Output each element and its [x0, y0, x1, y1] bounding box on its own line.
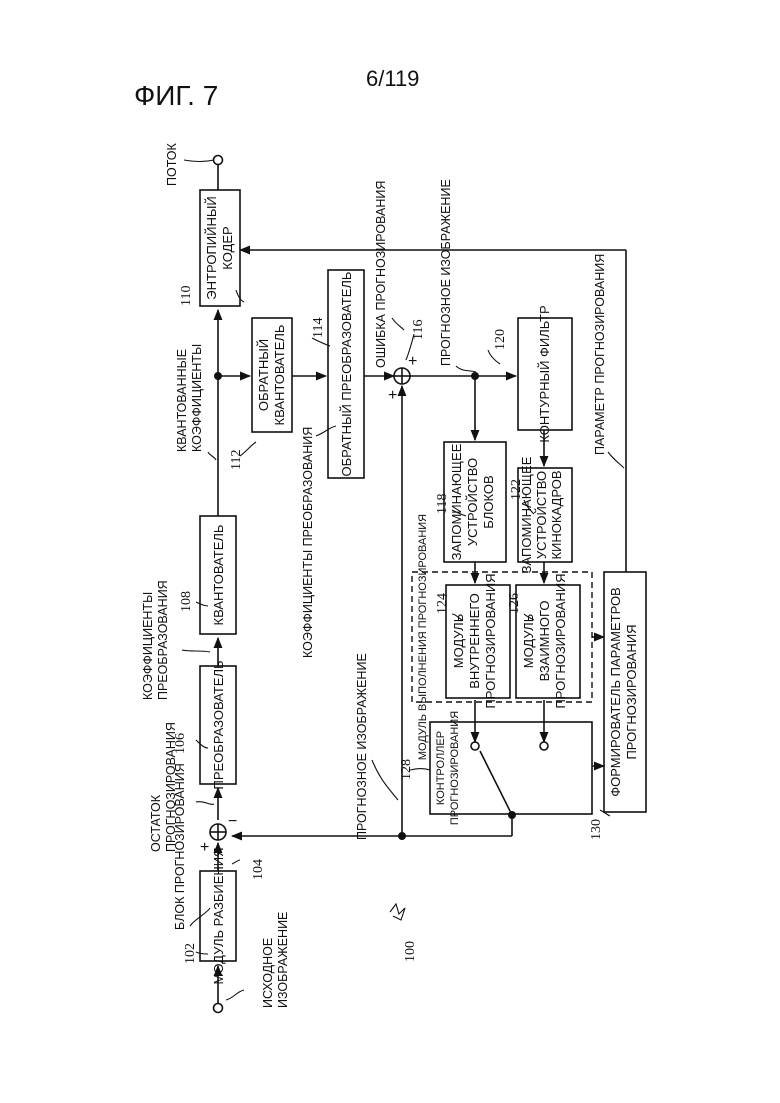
block-loop-filter: КОНТУРНЫЙ ФИЛЬТР	[518, 305, 572, 442]
inverse-transformer-label: ОБРАТНЫЙ ПРЕОБРАЗОВАТЕЛЬ	[339, 272, 354, 477]
ref-122: 122	[509, 479, 524, 500]
prediction-module-label: МОДУЛЬ ВЫПОЛНЕНИЯ ПРОГНОЗИРОВАНИЯ	[417, 514, 429, 760]
junction-dot	[508, 811, 516, 819]
ref-126: 126	[507, 593, 522, 614]
ref-116: 116	[411, 320, 426, 340]
input-terminal	[214, 1004, 223, 1013]
ref-130: 130	[589, 819, 604, 840]
source-image-label-1: ИСХОДНОЕ	[261, 938, 275, 1008]
plus-sign-116-top: +	[408, 353, 417, 370]
splitter-label: МОДУЛЬ РАЗБИЕНИЯ	[211, 848, 226, 985]
ref-124: 124	[435, 593, 450, 614]
junction-dot	[398, 832, 406, 840]
intra-label-1: МОДУЛЬ	[451, 614, 466, 669]
block-entropy-coder: ЭНТРОПИЙНЫЙ КОДЕР	[200, 190, 240, 306]
minus-sign-104: −	[228, 813, 237, 830]
block-splitter: МОДУЛЬ РАЗБИЕНИЯ	[200, 848, 236, 985]
loop-filter-label: КОНТУРНЫЙ ФИЛЬТР	[537, 305, 552, 442]
block-memory-label-3: БЛОКОВ	[481, 475, 496, 528]
transform-coeff-label-2: ПРЕОБРАЗОВАНИЯ	[156, 580, 170, 700]
controller-label-1: КОНТРОЛЛЕР	[435, 731, 447, 805]
controller-label-2: ПРОГНОЗИРОВАНИЯ	[449, 711, 461, 825]
block-inter-prediction: МОДУЛЬ ВЗАИМНОГО ПРОГНОЗИРОВАНИЯ	[516, 573, 580, 708]
prediction-image-label-left: ПРОГНОЗНОЕ ИЗОБРАЖЕНИЕ	[355, 653, 369, 840]
ref-110: 110	[179, 286, 194, 306]
frame-memory-label-3: КИНОКАДРОВ	[549, 470, 564, 559]
block-prediction-controller: КОНТРОЛЛЕР ПРОГНОЗИРОВАНИЯ	[430, 711, 592, 825]
ref-128: 128	[399, 759, 414, 780]
inter-label-2: ВЗАИМНОГО	[537, 601, 552, 682]
ref-118: 118	[435, 494, 450, 514]
output-terminal	[214, 156, 223, 165]
ref-100: 100	[403, 941, 418, 962]
source-image-label-2: ИЗОБРАЖЕНИЕ	[276, 912, 290, 1008]
frame-memory-label-1: ЗАПОМИНАЮЩЕЕ	[519, 456, 534, 573]
block-parameter-generator: ФОРМИРОВАТЕЛЬ ПАРАМЕТРОВ ПРОГНОЗИРОВАНИЯ	[604, 572, 646, 812]
switch-terminal-intra	[471, 742, 479, 750]
frame-memory-label-2: УСТРОЙСТВО	[534, 471, 549, 559]
inter-label-3: ПРОГНОЗИРОВАНИЯ	[553, 573, 568, 708]
ref-114: 114	[311, 318, 326, 338]
param-generator-label-1: ФОРМИРОВАТЕЛЬ ПАРАМЕТРОВ	[608, 587, 623, 796]
prediction-image-label-top: ПРОГНОЗНОЕ ИЗОБРАЖЕНИЕ	[439, 179, 453, 366]
block-memory: ЗАПОМИНАЮЩЕЕ УСТРОЙСТВО БЛОКОВ	[444, 442, 506, 562]
junction-dot	[471, 372, 479, 380]
block-memory-label-2: УСТРОЙСТВО	[465, 458, 480, 546]
ref-106: 106	[173, 733, 188, 754]
block-transformer: ПРЕОБРАЗОВАТЕЛЬ	[200, 660, 236, 789]
intra-label-2: ВНУТРЕННЕГО	[467, 593, 482, 688]
ref-102: 102	[183, 943, 198, 964]
inverse-quantizer-label-2: КВАНТОВАТЕЛЬ	[272, 325, 287, 426]
subtractor-104	[210, 824, 226, 840]
transformer-label: ПРЕОБРАЗОВАТЕЛЬ	[211, 660, 226, 789]
plus-sign-116-bottom: +	[388, 387, 397, 404]
quantized-coeff-label-1: КВАНТОВАННЫЕ	[175, 349, 189, 452]
block-quantizer: КВАНТОВАТЕЛЬ	[200, 516, 236, 634]
inverse-quantizer-label-1: ОБРАТНЫЙ	[256, 339, 271, 411]
residual-label-1: ОСТАТОК	[149, 794, 163, 852]
inter-label-1: МОДУЛЬ	[521, 614, 536, 669]
adder-116	[394, 368, 410, 384]
stream-label: ПОТОК	[165, 142, 179, 186]
block-inverse-transformer: ОБРАТНЫЙ ПРЕОБРАЗОВАТЕЛЬ	[328, 270, 364, 478]
entropy-coder-label-1: ЭНТРОПИЙНЫЙ	[204, 196, 219, 299]
block-intra-prediction: МОДУЛЬ ВНУТРЕННЕГО ПРОГНОЗИРОВАНИЯ	[446, 573, 510, 708]
transform-coeff-2-label: КОЭФФИЦИЕНТЫ ПРЕОБРАЗОВАНИЯ	[301, 427, 315, 658]
entropy-coder-label-2: КОДЕР	[220, 226, 235, 269]
block-frame-memory: ЗАПОМИНАЮЩЕЕ УСТРОЙСТВО КИНОКАДРОВ	[518, 456, 572, 573]
ref-104: 104	[251, 859, 266, 880]
switch-terminal-inter	[540, 742, 548, 750]
quantized-coeff-label-2: КОЭФФИЦИЕНТЫ	[190, 344, 204, 452]
intra-label-3: ПРОГНОЗИРОВАНИЯ	[483, 573, 498, 708]
ref-112: 112	[229, 450, 244, 470]
block-memory-label-1: ЗАПОМИНАЮЩЕЕ	[449, 443, 464, 560]
param-generator-label-2: ПРОГНОЗИРОВАНИЯ	[624, 624, 639, 759]
ref-120: 120	[493, 329, 508, 350]
quantizer-label: КВАНТОВАТЕЛЬ	[211, 525, 226, 626]
plus-sign-104: +	[200, 839, 209, 856]
junction-dot	[214, 372, 222, 380]
prediction-parameter-label: ПАРАМЕТР ПРОГНОЗИРОВАНИЯ	[593, 254, 607, 455]
transform-coeff-label-1: КОЭФФИЦИЕНТЫ	[141, 592, 155, 700]
prediction-error-label: ОШИБКА ПРОГНОЗИРОВАНИЯ	[374, 181, 388, 368]
block-inverse-quantizer: ОБРАТНЫЙ КВАНТОВАТЕЛЬ	[252, 318, 292, 432]
ref-108: 108	[179, 591, 194, 612]
